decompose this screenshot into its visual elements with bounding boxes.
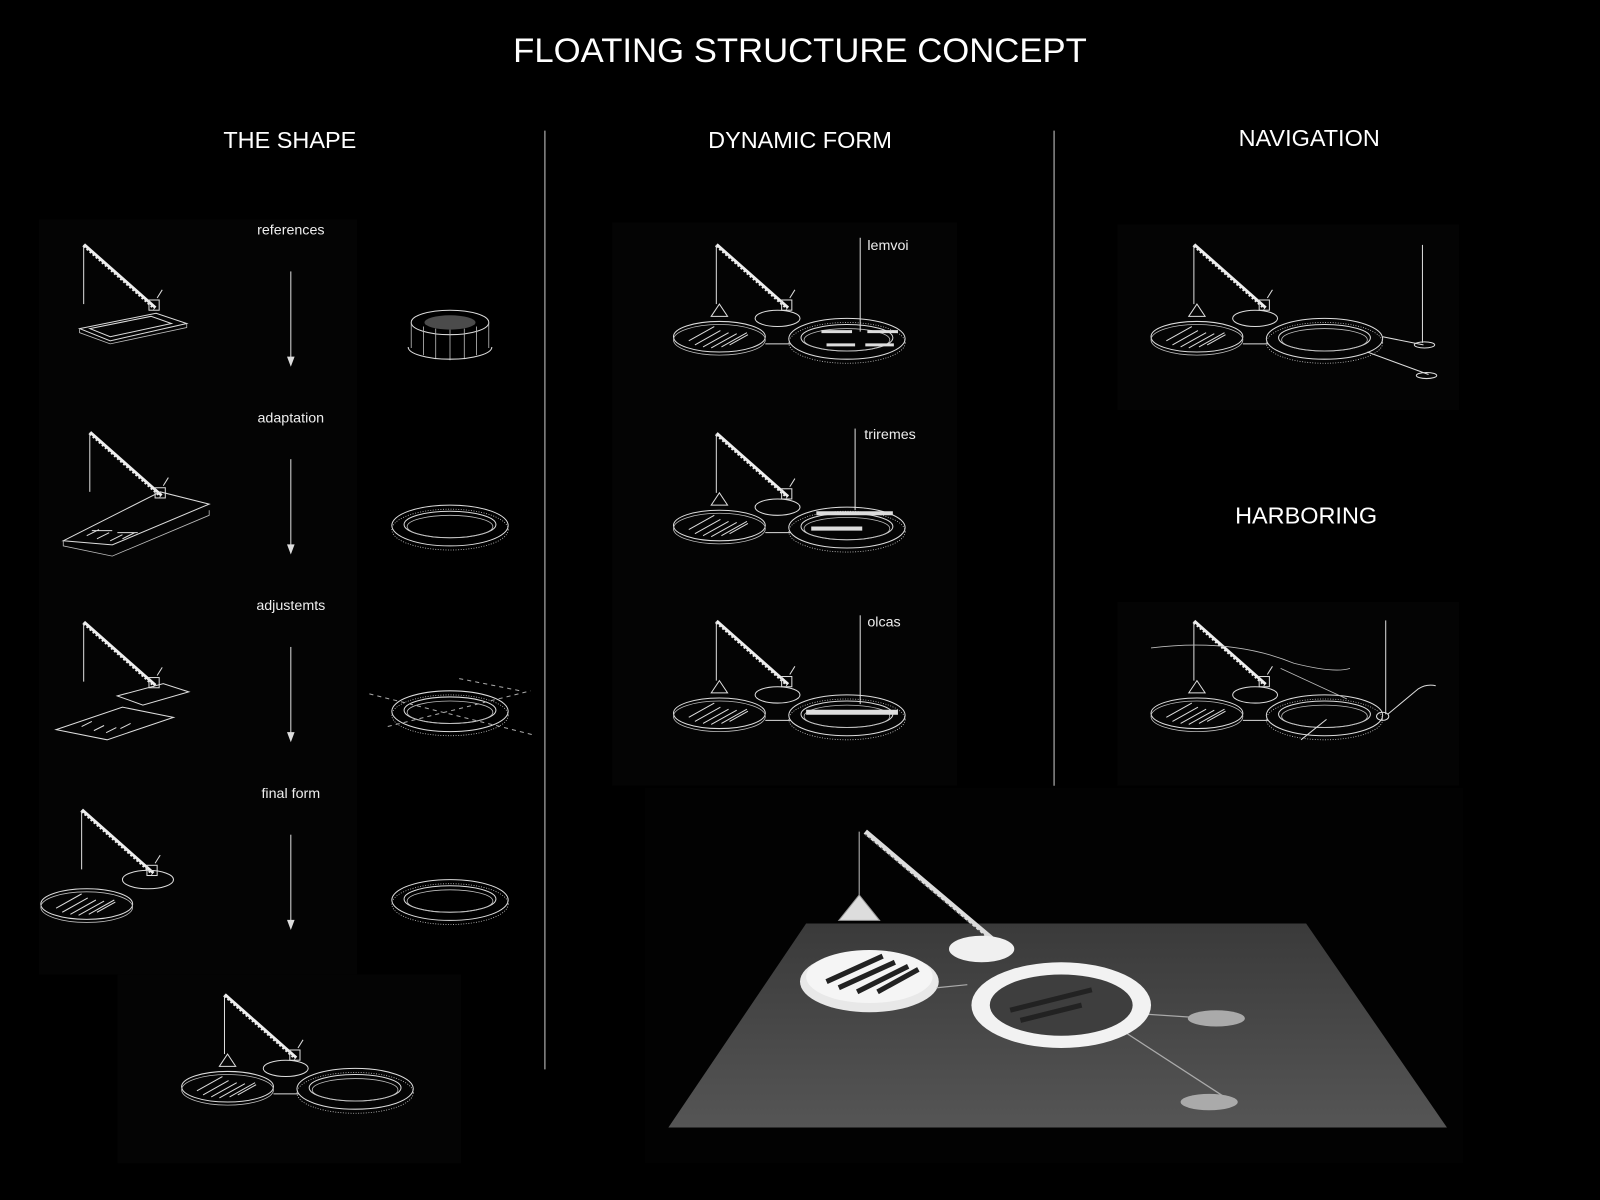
- shape-panel: [38, 219, 358, 975]
- harboring-drawing: [1151, 620, 1436, 739]
- navigation-panel: [1117, 224, 1460, 411]
- dynamic-triremes: triremes: [673, 427, 916, 552]
- physical-model-photo: [668, 829, 1447, 1128]
- step-label: final form: [261, 786, 320, 802]
- variant-label: lemvoi: [867, 238, 908, 254]
- step-label: references: [257, 223, 324, 239]
- adaptation-drawing: [61, 433, 211, 557]
- heading-dynamic-form: DYNAMIC FORM: [708, 127, 892, 153]
- arrow-down-icon: [287, 271, 295, 931]
- step-label: adjustemts: [256, 598, 325, 614]
- reference-drawing: [77, 245, 189, 345]
- dynamic-olcas: olcas: [673, 615, 905, 740]
- shape-steps: references adaptation adjustemts final f…: [256, 223, 325, 931]
- dynamic-lemvoi: lemvoi: [673, 237, 909, 364]
- reference-cylinder: [407, 309, 493, 361]
- final-form-drawing: [40, 810, 174, 923]
- harboring-panel: [1117, 602, 1460, 786]
- variant-label: triremes: [864, 427, 916, 443]
- heading-the-shape: THE SHAPE: [223, 127, 356, 153]
- adjustment-ring: [369, 678, 533, 737]
- heading-harboring: HARBORING: [1235, 502, 1377, 528]
- heading-navigation: NAVIGATION: [1239, 125, 1380, 151]
- variant-label: olcas: [867, 615, 900, 631]
- page-title: FLOATING STRUCTURE CONCEPT: [513, 32, 1087, 70]
- navigation-drawing: [1151, 245, 1438, 380]
- dynamic-panel: [612, 222, 958, 786]
- step-label: adaptation: [257, 410, 324, 426]
- adjustments-drawing: [54, 622, 191, 741]
- final-panel: [117, 974, 462, 1164]
